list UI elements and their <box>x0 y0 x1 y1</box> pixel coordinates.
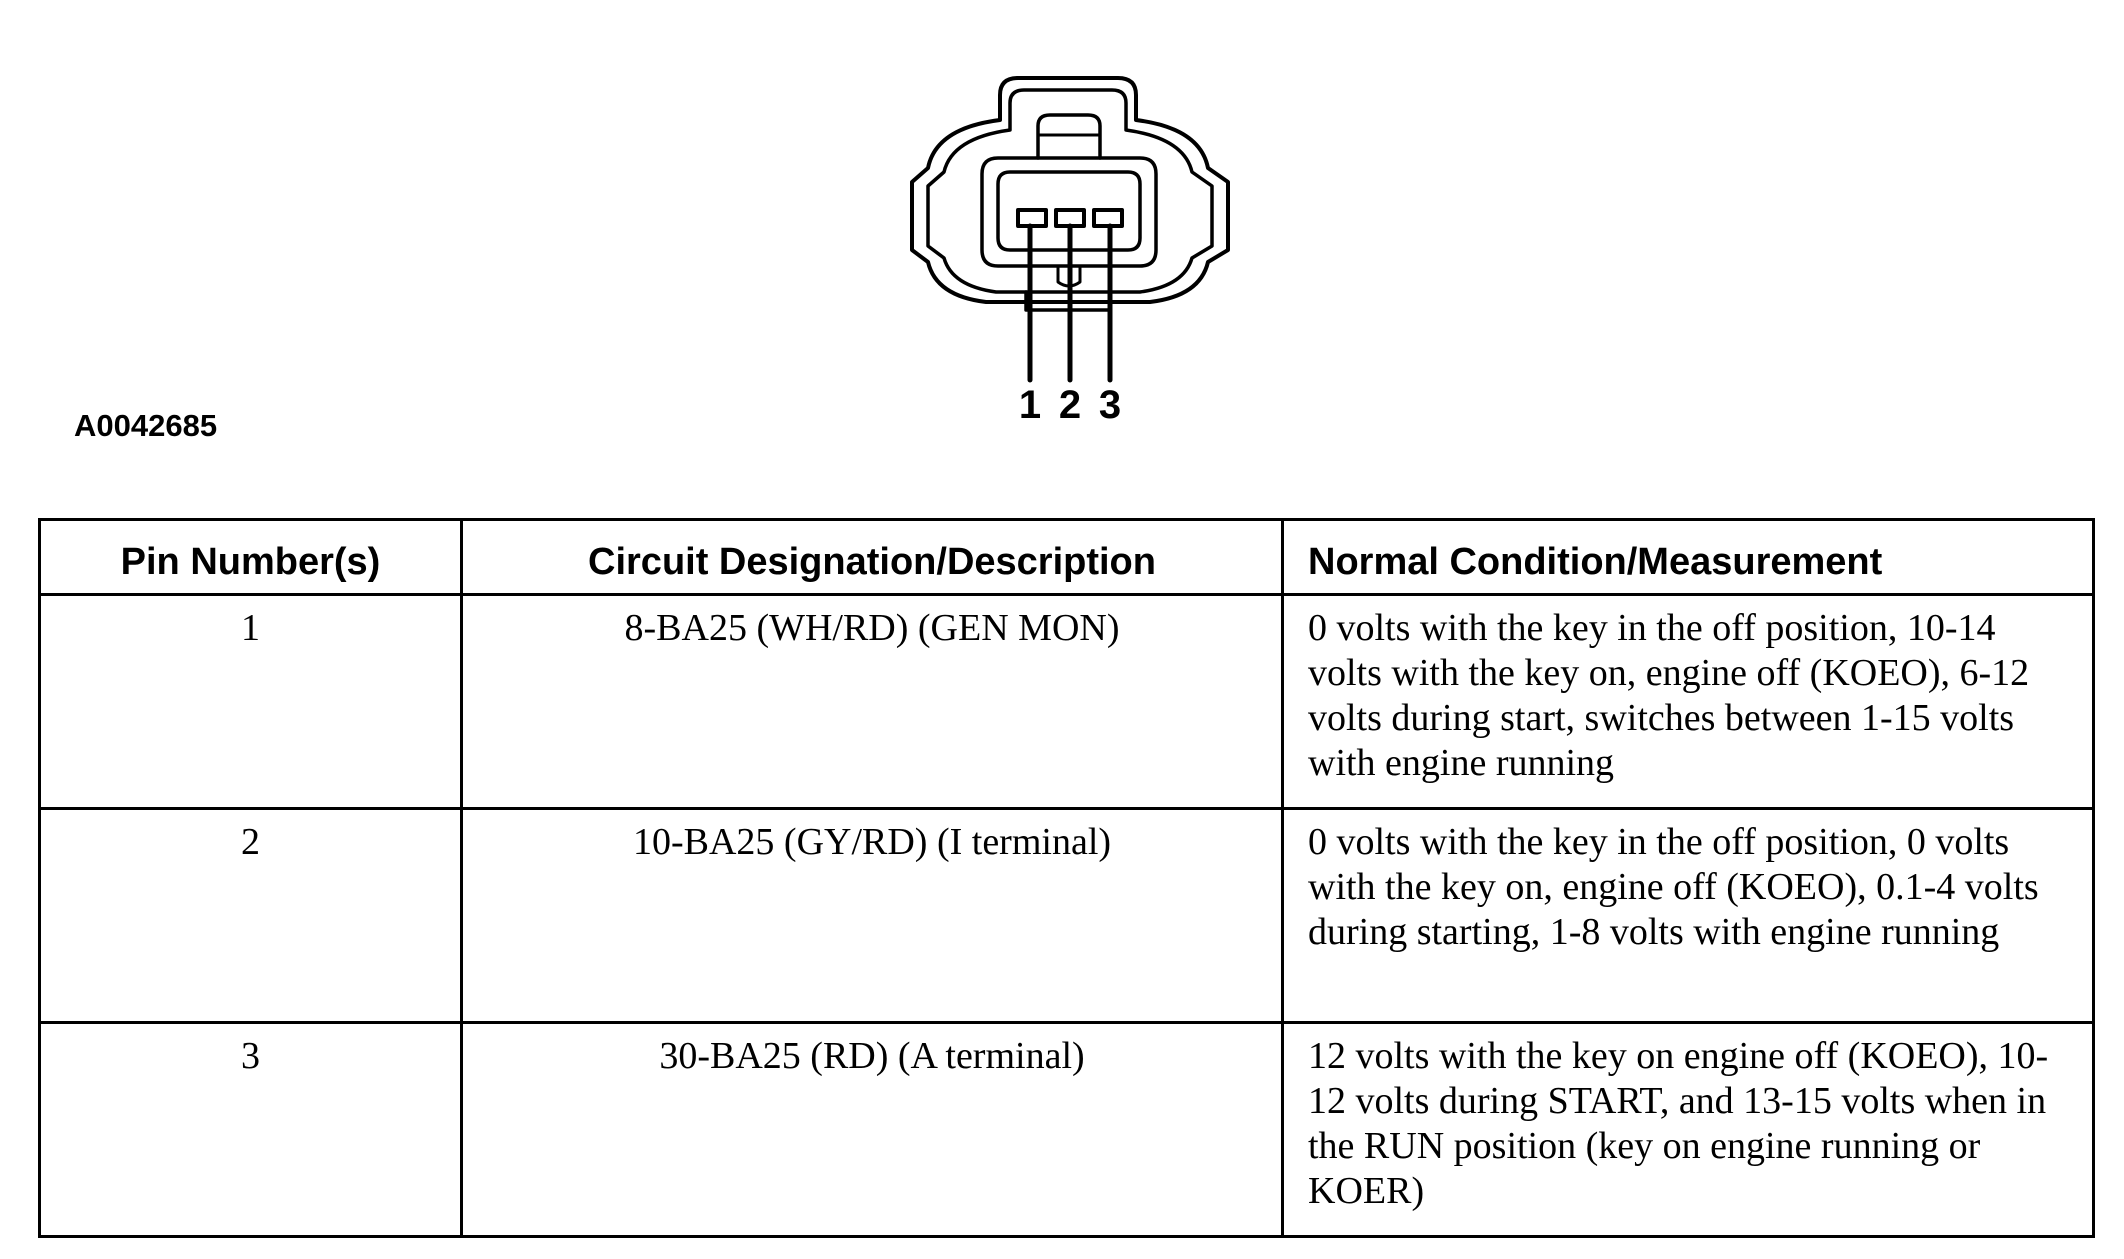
condition-cell: 0 volts with the key in the off position… <box>1281 593 2095 810</box>
connector-pocket-outer <box>980 156 1158 268</box>
connector-latch <box>1036 113 1102 160</box>
circuit-cell: 10-BA25 (GY/RD) (I terminal) <box>460 807 1284 1024</box>
pin-label-3: 3 <box>1098 383 1122 427</box>
header-condition: Normal Condition/Measurement <box>1281 518 2095 596</box>
connector-housing-outer <box>910 76 1230 304</box>
pin-cell: 2 <box>38 807 463 1024</box>
figure-id: A0042685 <box>74 408 218 443</box>
condition-cell: 0 volts with the key in the off position… <box>1281 807 2095 1024</box>
table-header-row: Pin Number(s) Circuit Designation/Descri… <box>38 518 2095 596</box>
pin-3-terminal <box>1092 208 1124 228</box>
pin-table: Pin Number(s) Circuit Designation/Descri… <box>38 518 2095 1238</box>
pin-labels: 1 2 3 <box>1010 382 1150 432</box>
table-row: 1 8-BA25 (WH/RD) (GEN MON) 0 volts with … <box>38 593 2095 810</box>
pin-cell: 3 <box>38 1021 463 1238</box>
condition-cell: 12 volts with the key on engine off (KOE… <box>1281 1021 2095 1238</box>
pin-cell: 1 <box>38 593 463 810</box>
table-row: 2 10-BA25 (GY/RD) (I terminal) 0 volts w… <box>38 807 2095 1024</box>
connector-pocket-inner <box>996 170 1142 252</box>
connector-diagram <box>910 76 1230 383</box>
header-circuit: Circuit Designation/Description <box>460 518 1284 596</box>
pin-1-terminal <box>1016 208 1048 228</box>
pin-label-2: 2 <box>1058 383 1082 427</box>
connector-housing-inner <box>926 88 1214 294</box>
circuit-cell: 8-BA25 (WH/RD) (GEN MON) <box>460 593 1284 810</box>
circuit-cell: 30-BA25 (RD) (A terminal) <box>460 1021 1284 1238</box>
pin-label-1: 1 <box>1018 383 1042 427</box>
table-row: 3 30-BA25 (RD) (A terminal) 12 volts wit… <box>38 1021 2095 1238</box>
header-pin-number: Pin Number(s) <box>38 518 463 596</box>
